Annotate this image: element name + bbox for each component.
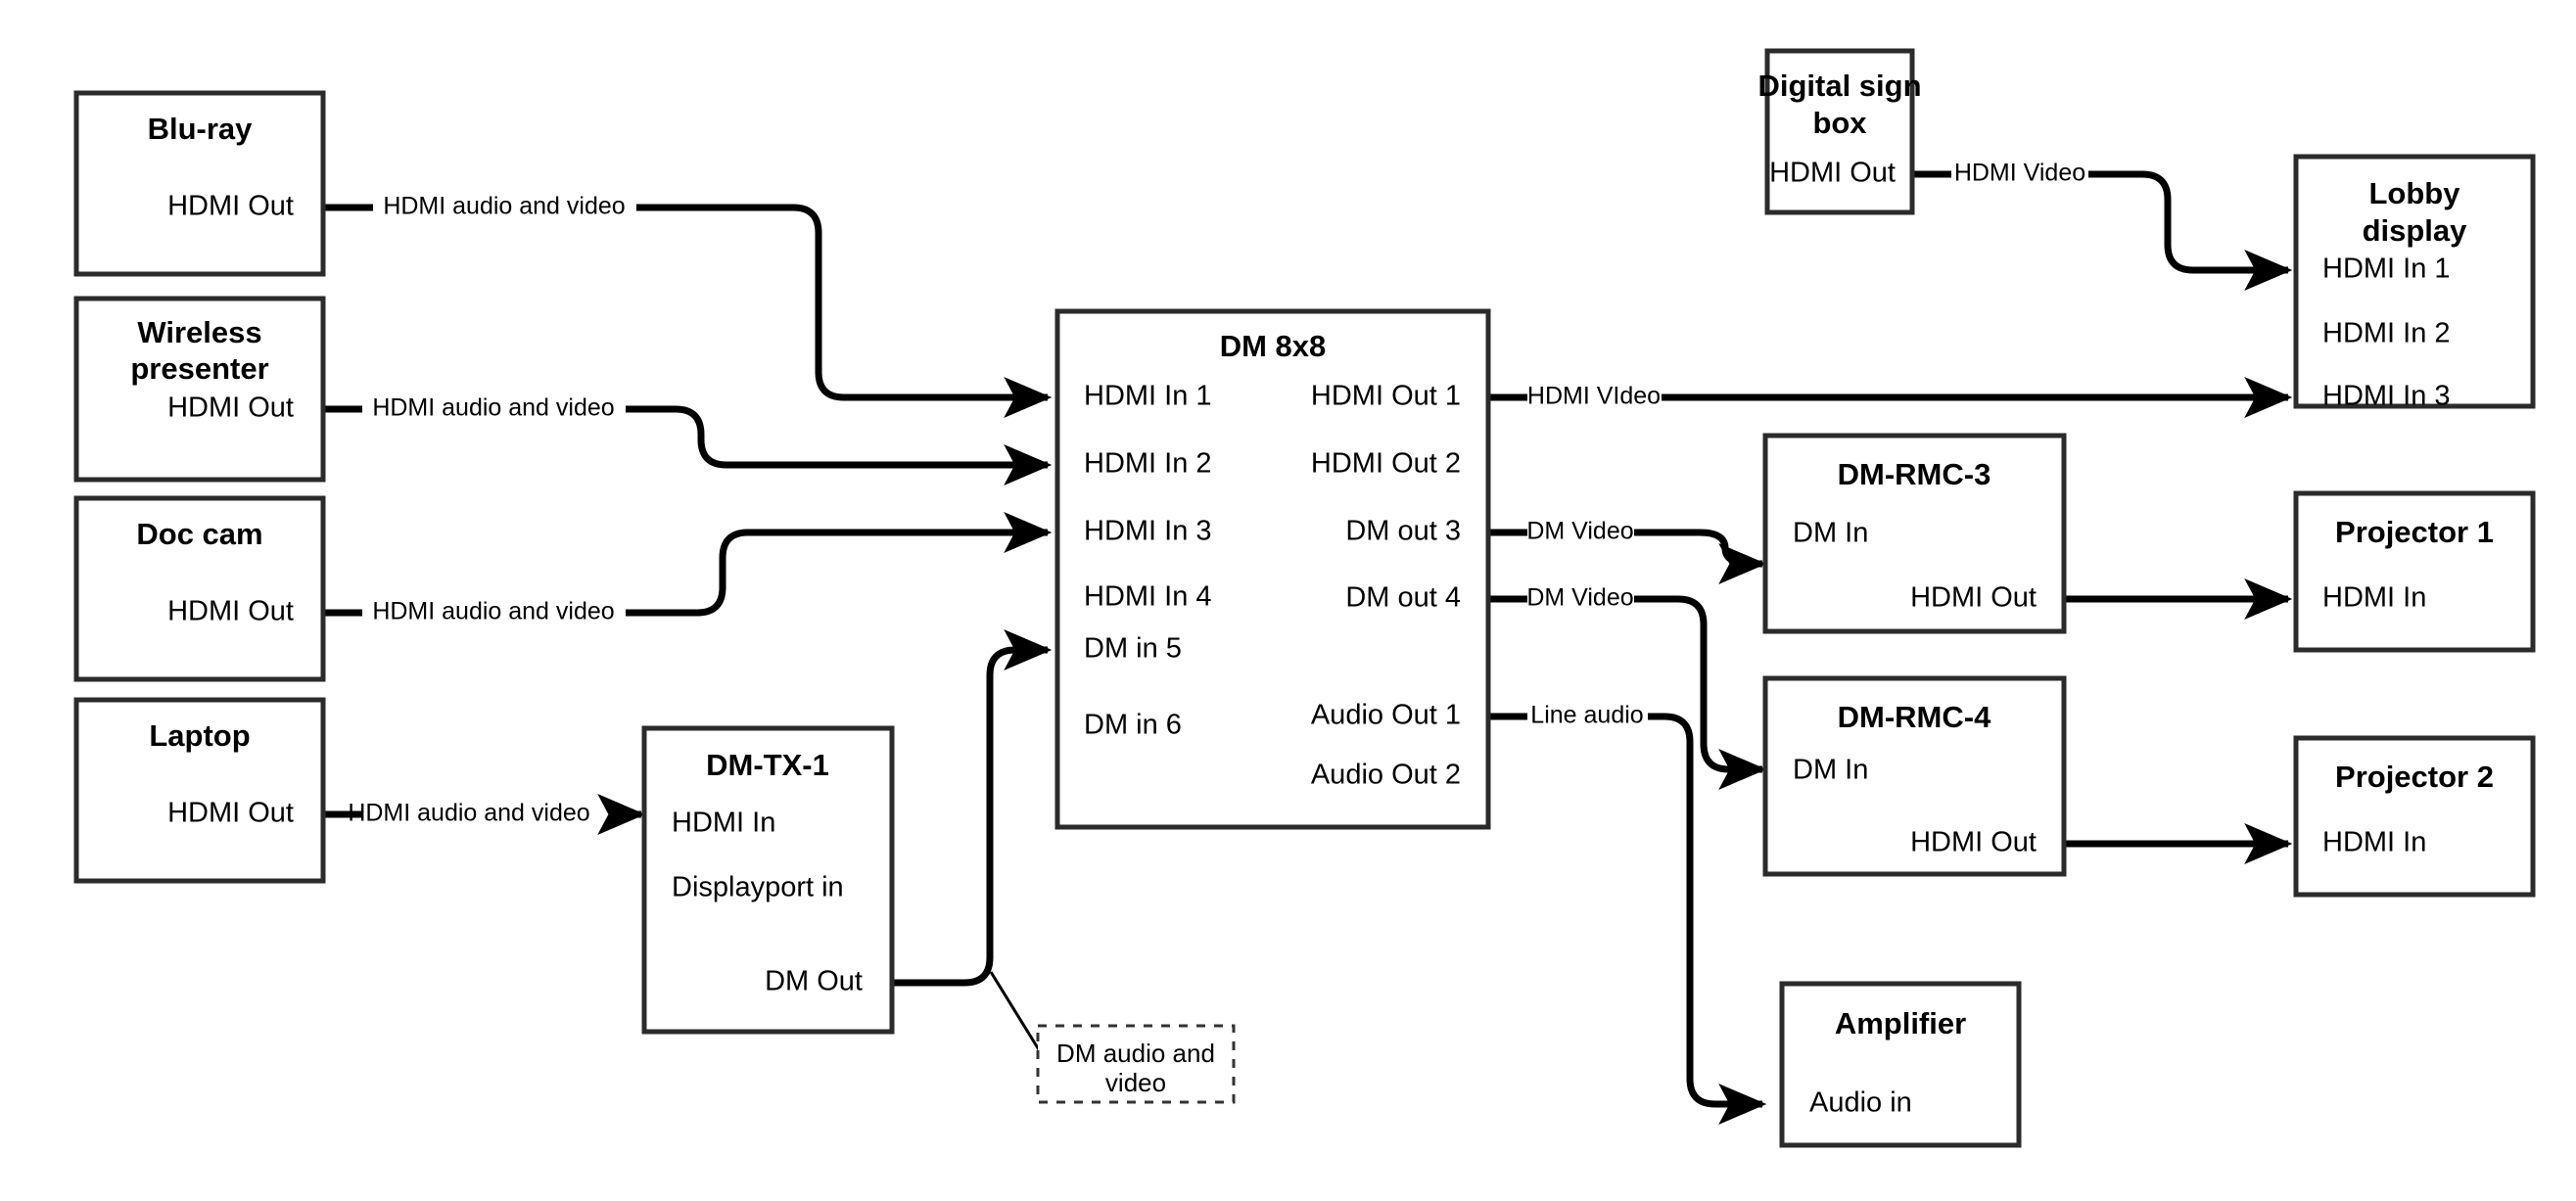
dm-rmc-4-title: DM-RMC-4 <box>1838 700 1991 734</box>
amplifier-title: Amplifier <box>1835 1006 1966 1040</box>
dm-rmc-4-port-dm-in: DM In <box>1793 755 1868 786</box>
dm-8x8-input-dm-in-5: DM in 5 <box>1084 633 1182 665</box>
projector-1-title: Projector 1 <box>2335 515 2494 549</box>
dm-rmc-4-box <box>1762 675 2067 877</box>
digital-sign-box-title-line1: Digital sign <box>1757 69 1921 103</box>
dm-8x8-output-audio-out-2: Audio Out 2 <box>1311 760 1461 791</box>
node-amplifier[interactable]: Amplifier Audio in <box>1779 981 2022 1148</box>
doc-cam-title: Doc cam <box>136 517 262 551</box>
laptop-box <box>73 697 326 884</box>
bluray-title: Blu-ray <box>148 112 254 146</box>
dm-rmc-3-port-hdmi-out: HDMI Out <box>1910 582 2037 614</box>
dm-8x8-output-hdmi-out-1: HDMI Out 1 <box>1311 381 1461 412</box>
node-wireless-presenter[interactable]: Wireless presenter HDMI Out <box>73 296 326 483</box>
node-dm-tx-1[interactable]: DM-TX-1 HDMI In Displayport in DM Out <box>641 725 895 1035</box>
lobby-display-input-hdmi-in-3: HDMI In 3 <box>2322 381 2451 412</box>
dm-tx-1-port-hdmi-in: HDMI In <box>672 808 775 839</box>
projector-1-box <box>2293 490 2536 653</box>
dm-rmc-3-port-dm-in: DM In <box>1793 518 1868 549</box>
digital-sign-box-box <box>1764 48 1915 215</box>
wire-bluray-to-dm8x8 <box>323 204 1048 397</box>
edge-label-line-audio: Line audio <box>1530 702 1643 729</box>
projector-2-port-hdmi-in: HDMI In <box>2322 827 2426 858</box>
note-text-line2: video <box>1105 1068 1166 1097</box>
dm-8x8-output-dm-out-3: DM out 3 <box>1345 516 1461 547</box>
dm-rmc-4-port-hdmi-out: HDMI Out <box>1910 827 2037 858</box>
dm-8x8-output-audio-out-1: Audio Out 1 <box>1311 700 1461 731</box>
doc-cam-port-hdmi-out: HDMI Out <box>167 596 294 627</box>
dm-8x8-input-hdmi-in-1: HDMI In 1 <box>1084 381 1212 412</box>
lobby-display-title-line2: display <box>2363 213 2468 248</box>
digital-sign-box-title-line2: box <box>1812 106 1867 140</box>
node-bluray[interactable]: Blu-ray HDMI Out <box>73 90 326 277</box>
lobby-display-title-line1: Lobby <box>2369 176 2461 210</box>
wireless-presenter-title-line2: presenter <box>130 351 268 386</box>
wire-dm8x8-dmout3-to-rmc3 <box>1488 532 1762 564</box>
lobby-display-box <box>2293 154 2536 409</box>
dm-8x8-input-dm-in-6: DM in 6 <box>1084 710 1182 741</box>
wireless-presenter-title-line1: Wireless <box>137 315 261 349</box>
projector-1-port-hdmi-in: HDMI In <box>2322 582 2426 614</box>
projector-2-box <box>2293 735 2536 898</box>
edge-label-laptop: HDMI audio and video <box>348 800 589 827</box>
dm-8x8-input-hdmi-in-2: HDMI In 2 <box>1084 448 1212 480</box>
projector-2-title: Projector 2 <box>2335 760 2494 794</box>
node-projector-2[interactable]: Projector 2 HDMI In <box>2293 735 2536 898</box>
amplifier-port-audio-in: Audio in <box>1809 1087 1912 1119</box>
wire-doccam-to-dm8x8 <box>323 532 1048 617</box>
node-doc-cam[interactable]: Doc cam HDMI Out <box>73 495 326 682</box>
wireless-presenter-box <box>73 296 326 483</box>
lobby-display-input-hdmi-in-2: HDMI In 2 <box>2322 318 2451 349</box>
edge-label-dm-video-4: DM Video <box>1526 584 1633 612</box>
node-dm-rmc-3[interactable]: DM-RMC-3 DM In HDMI Out <box>1762 433 2067 634</box>
wire-dm8x8-dmout4-to-rmc4 <box>1488 595 1762 769</box>
bluray-box <box>73 90 326 277</box>
node-projector-1[interactable]: Projector 1 HDMI In <box>2293 490 2536 653</box>
edge-label-doccam: HDMI audio and video <box>372 598 614 625</box>
dm-8x8-title: DM 8x8 <box>1220 329 1327 363</box>
laptop-port-hdmi-out: HDMI Out <box>167 798 294 829</box>
dm-tx-1-box <box>641 725 895 1035</box>
wire-wireless-to-dm8x8 <box>323 405 1048 465</box>
dm-rmc-3-box <box>1762 433 2067 634</box>
dm-8x8-input-hdmi-in-4: HDMI In 4 <box>1084 581 1212 613</box>
amplifier-box <box>1779 981 2022 1148</box>
note-box <box>1036 1024 1236 1104</box>
dm-tx-1-port-displayport-in: Displayport in <box>672 872 844 903</box>
note-text-line1: DM audio and <box>1056 1039 1215 1068</box>
wireless-presenter-port-hdmi-out: HDMI Out <box>167 393 294 424</box>
laptop-title: Laptop <box>149 718 250 753</box>
wire-dm8x8-audioout1-to-amplifier <box>1488 713 1762 1104</box>
dm-8x8-output-hdmi-out-2: HDMI Out 2 <box>1311 448 1461 480</box>
edge-label-wireless: HDMI audio and video <box>372 394 614 422</box>
lobby-display-input-hdmi-in-1: HDMI In 1 <box>2322 254 2451 285</box>
dm-8x8-input-hdmi-in-3: HDMI In 3 <box>1084 516 1212 547</box>
wire-dmtx1-to-dm8x8 <box>892 629 1053 987</box>
dm-8x8-box <box>1054 308 1491 830</box>
digital-sign-box-port-hdmi-out: HDMI Out <box>1769 158 1896 189</box>
dm-rmc-3-title: DM-RMC-3 <box>1838 457 1991 491</box>
node-dm-rmc-4[interactable]: DM-RMC-4 DM In HDMI Out <box>1762 675 2067 877</box>
note-dm-audio-and-video: DM audio and video <box>1036 1024 1236 1104</box>
bluray-port-hdmi-out: HDMI Out <box>167 191 294 222</box>
wire-sign-to-lobby <box>1912 170 2288 270</box>
dm-8x8-output-dm-out-4: DM out 4 <box>1345 582 1461 614</box>
edge-label-sign-hdmi-video: HDMI Video <box>1954 160 2085 187</box>
node-dm-8x8[interactable]: DM 8x8 HDMI In 1 HDMI In 2 HDMI In 3 HDM… <box>1054 308 1491 830</box>
edge-label-hdmi-video-out1: HDMI VIdeo <box>1527 383 1661 410</box>
node-digital-sign-box[interactable]: Digital sign box HDMI Out <box>1757 48 1922 215</box>
edge-label-bluray: HDMI audio and video <box>383 193 625 220</box>
dm-tx-1-title: DM-TX-1 <box>706 748 829 782</box>
edge-label-dm-video-3: DM Video <box>1526 518 1633 545</box>
dm-tx-1-port-dm-out: DM Out <box>765 966 863 997</box>
node-laptop[interactable]: Laptop HDMI Out <box>73 697 326 884</box>
node-lobby-display[interactable]: Lobby display HDMI In 1 HDMI In 2 HDMI I… <box>2293 154 2536 412</box>
doc-cam-box <box>73 495 326 682</box>
